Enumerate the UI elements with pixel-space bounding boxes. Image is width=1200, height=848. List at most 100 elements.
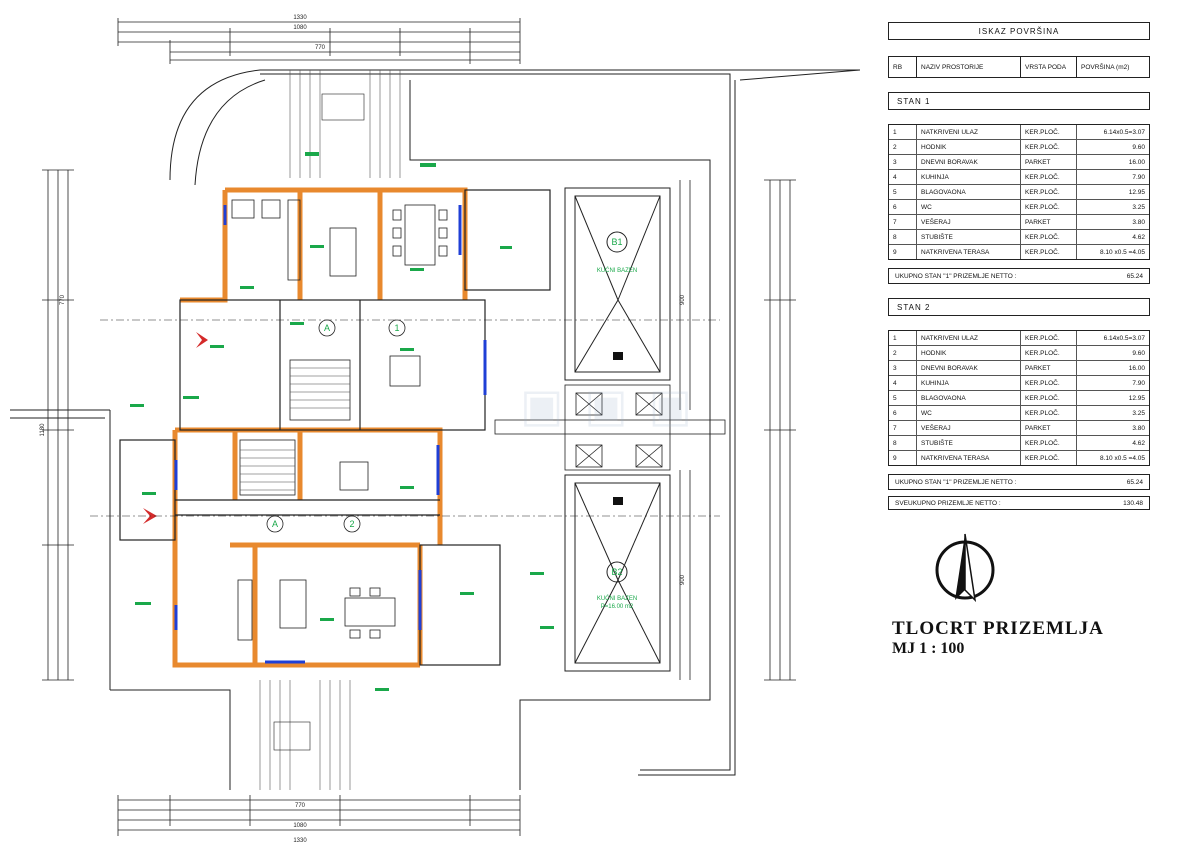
cell-room-name: STUBIŠTE [917,230,1021,244]
dimension-lines-top [117,18,521,64]
cell-rb: 4 [889,376,917,390]
cell-floor-type: KER.PLOČ. [1021,185,1077,199]
cell-floor-type: PARKET [1021,361,1077,375]
pool-b2-label: KUĆNI BAZEN [597,595,637,602]
cell-room-name: HODNIK [917,140,1021,154]
total-value: 65.24 [1126,478,1143,486]
cell-area: 16.00 [1128,364,1145,372]
cell-rb: 5 [889,185,917,199]
cell-area: 7.90 [1132,173,1145,181]
pool-machine-rooms [494,384,726,471]
windows [174,205,487,664]
total-label: UKUPNO STAN "1" PRIZEMLJE NETTO : [895,478,1017,486]
north-arrow-icon [935,533,995,603]
cell-room-name: NATKRIVENI ULAZ [917,331,1021,345]
cell-floor-type: KER.PLOČ. [1021,125,1077,139]
dim-top-mid: 1080 [293,25,307,31]
cell-area: 4.62 [1132,439,1145,447]
dim-bottom-inner: 770 [295,803,306,809]
cell-floor-type: KER.PLOČ. [1021,346,1077,360]
room-marker-1: 1 [394,323,399,333]
room-marker-a-top: A [324,323,330,333]
cell-rb: 1 [889,125,917,139]
cell-room-name: KUHINJA [917,376,1021,390]
total-value: 65.24 [1126,272,1143,280]
cell-room-name: NATKRIVENA TERASA [917,451,1021,465]
cell-rb: 3 [889,361,917,375]
cell-rb: 1 [889,331,917,345]
drawing-scale: MJ 1 : 100 [892,640,965,657]
grand-total-value: 130.48 [1123,499,1143,507]
pool-b1 [564,187,671,381]
cell-room-name: NATKRIVENA TERASA [917,245,1021,259]
cell-floor-type: KER.PLOČ. [1021,331,1077,345]
section-lines [90,319,720,517]
dimension-lines-bottom [117,795,521,836]
cell-room-name: VEŠERAJ [917,421,1021,435]
cell-area: 16.00 [1128,158,1145,166]
section-stan-1: STAN 1 [888,92,1150,110]
dim-bottom-total: 1330 [293,838,307,844]
entrance-arrow-top [196,332,208,348]
annotation-marks [130,152,554,691]
cell-area: 7.90 [1132,379,1145,387]
cell-floor-type: PARKET [1021,215,1077,229]
cell-rb: 8 [889,436,917,450]
cell-floor-type: PARKET [1021,155,1077,169]
cell-floor-type: KER.PLOČ. [1021,406,1077,420]
col-header-floor: VRSTA PODA [1021,57,1077,77]
dim-left-total: 1180 [40,423,46,437]
exterior-stairs [259,70,401,790]
area-table: ISKAZ POVRŠINA RB NAZIV PROSTORIJE VRSTA… [888,22,1150,510]
col-header-rb: RB [889,57,917,77]
cell-rb: 7 [889,421,917,435]
cell-rb: 3 [889,155,917,169]
section-stan-1-total: UKUPNO STAN "1" PRIZEMLJE NETTO : 65.24 [888,268,1150,284]
grand-total: SVEUKUPNO PRIZEMLJE NETTO : 130.48 [888,496,1150,510]
drawing-title: TLOCRT PRIZEMLJA [892,618,1104,639]
cell-rb: 6 [889,200,917,214]
pool-b2 [564,474,671,672]
cell-area: 6.14x0.5=3.07 [1103,128,1145,136]
cell-floor-type: KER.PLOČ. [1021,376,1077,390]
cell-floor-type: KER.PLOČ. [1021,170,1077,184]
dim-left-mid: 770 [60,294,66,305]
cell-rb: 7 [889,215,917,229]
cell-room-name: BLAGOVAONA [917,185,1021,199]
col-header-area: POVRŠINA (m2) [1081,63,1130,71]
total-label: UKUPNO STAN "1" PRIZEMLJE NETTO : [895,272,1017,280]
cell-rb: 9 [889,451,917,465]
cell-rb: 8 [889,230,917,244]
cell-area: 4.62 [1132,233,1145,241]
pool-b1-id: B1 [611,237,622,247]
cell-area: 8.10 x0.5 =4.05 [1100,454,1145,462]
cell-area: 9.60 [1132,143,1145,151]
room-marker-a-bottom: A [272,519,278,529]
cell-floor-type: KER.PLOČ. [1021,200,1077,214]
dim-right-2: 900 [680,574,686,585]
cell-rb: 9 [889,245,917,259]
cell-room-name: NATKRIVENI ULAZ [917,125,1021,139]
cell-floor-type: KER.PLOČ. [1021,451,1077,465]
cell-area: 12.95 [1128,188,1145,196]
pool-b2-id: B2 [611,567,622,577]
stair-treads [240,367,350,491]
cell-rb: 2 [889,346,917,360]
cell-room-name: WC [917,406,1021,420]
cell-area: 3.25 [1132,409,1145,417]
section-stan-2: STAN 2 [888,298,1150,316]
furniture [231,199,448,641]
cell-area: 3.25 [1132,203,1145,211]
